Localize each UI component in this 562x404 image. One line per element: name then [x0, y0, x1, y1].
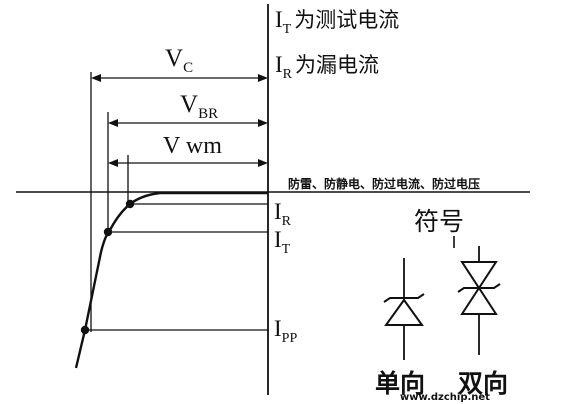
vc-label: VC [165, 45, 193, 76]
protection-caption: 防雷、防静电、防过电流、防过电压 [288, 176, 480, 191]
ir-point [125, 199, 135, 209]
watermark-text: www.dzchip.net [400, 392, 490, 403]
vbr-label: VBR [180, 91, 218, 122]
vbr-arrow-right [258, 119, 268, 127]
ir-label: IR [274, 199, 292, 229]
bidirectional-tvs-symbol [453, 236, 501, 355]
it-label: IT [274, 227, 291, 257]
unidirectional-label: 单向 [375, 369, 425, 398]
vc-arrow-left [91, 74, 101, 82]
ipp-label: IPP [274, 316, 297, 346]
vwm-arrow-right [258, 159, 268, 167]
iv-curve [74, 191, 268, 369]
unidirectional-tvs-symbol [383, 258, 425, 360]
vbr-arrow-left [108, 119, 118, 127]
vwm-arrow-left [108, 159, 118, 167]
vc-arrow-right [258, 74, 268, 82]
bidirectional-label: 双向 [458, 369, 508, 398]
ipp-point [80, 325, 90, 335]
vwm-label: V wm [163, 133, 222, 159]
symbol-heading: 符号 [414, 207, 464, 236]
it-point [103, 227, 113, 237]
